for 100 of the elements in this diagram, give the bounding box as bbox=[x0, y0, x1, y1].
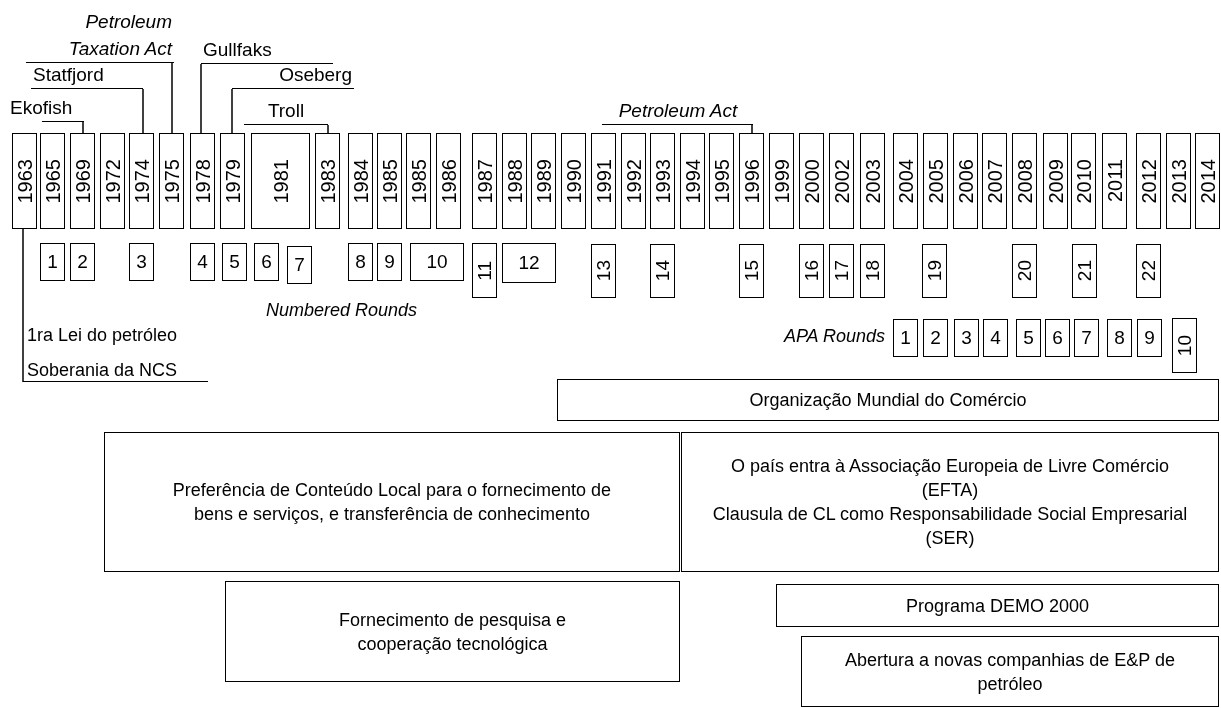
round-number: 7 bbox=[1081, 327, 1092, 349]
year-label: 2009 bbox=[1045, 158, 1066, 204]
year-box bbox=[472, 133, 497, 229]
round-number: 13 bbox=[594, 260, 613, 282]
round-number: 2 bbox=[77, 251, 88, 273]
round-box bbox=[377, 243, 402, 281]
year-label: 1979 bbox=[222, 158, 243, 204]
round-box bbox=[1016, 319, 1041, 357]
leader-line bbox=[327, 124, 329, 134]
annotation-text: Statfjord bbox=[31, 67, 143, 89]
round-number: 8 bbox=[1114, 327, 1125, 349]
round-box bbox=[1074, 319, 1099, 357]
year-box bbox=[531, 133, 556, 229]
year-label: 1965 bbox=[42, 158, 63, 204]
round-box bbox=[348, 243, 373, 281]
round-box bbox=[254, 243, 279, 281]
year-box bbox=[129, 133, 154, 229]
annotation-text: Troll bbox=[244, 96, 328, 125]
year-box bbox=[12, 133, 37, 229]
year-label: 1996 bbox=[741, 158, 762, 204]
year-box bbox=[769, 133, 794, 229]
year-box bbox=[190, 133, 215, 229]
annotation-text: Petroleum Act bbox=[602, 96, 754, 125]
round-box bbox=[190, 243, 215, 281]
year-box bbox=[923, 133, 948, 229]
round-number: 6 bbox=[261, 251, 272, 273]
round-number: 10 bbox=[426, 251, 448, 273]
round-box bbox=[1136, 244, 1161, 298]
round-number: 5 bbox=[1023, 327, 1034, 349]
round-number: 1 bbox=[47, 251, 58, 273]
section-label: Numbered Rounds bbox=[266, 300, 419, 321]
event-box bbox=[104, 432, 680, 572]
annotation-text: Oseberg bbox=[232, 67, 354, 89]
year-box bbox=[799, 133, 824, 229]
year-label: 2013 bbox=[1168, 158, 1189, 204]
round-number: 19 bbox=[925, 260, 944, 282]
round-number: 9 bbox=[384, 251, 395, 273]
leader-line bbox=[82, 121, 84, 134]
round-number: 18 bbox=[863, 260, 882, 282]
year-box bbox=[1195, 133, 1220, 229]
year-box bbox=[377, 133, 402, 229]
year-box bbox=[70, 133, 95, 229]
event-text: Abertura a novas companhias de E&P de petróleo bbox=[844, 648, 1176, 696]
year-label: 1995 bbox=[711, 158, 732, 204]
year-box bbox=[251, 133, 310, 229]
event-text: Organização Mundial do Comércio bbox=[749, 389, 1027, 412]
annotation-text: 1ra Lei do petróleo bbox=[27, 325, 178, 346]
round-box bbox=[1107, 319, 1132, 357]
round-number: 15 bbox=[742, 260, 761, 282]
round-number: 1 bbox=[900, 327, 911, 349]
round-box bbox=[923, 319, 948, 357]
year-box bbox=[709, 133, 734, 229]
round-box bbox=[502, 243, 556, 283]
year-label: 1986 bbox=[438, 158, 459, 204]
year-box bbox=[829, 133, 854, 229]
year-box bbox=[561, 133, 586, 229]
leader-line bbox=[200, 63, 202, 134]
round-box bbox=[1012, 244, 1037, 298]
round-number: 20 bbox=[1015, 260, 1034, 282]
year-box bbox=[680, 133, 705, 229]
round-number: 14 bbox=[653, 260, 672, 282]
annotation-text: Ekofish bbox=[8, 94, 86, 122]
event-box bbox=[557, 379, 1219, 421]
round-number: 12 bbox=[518, 252, 540, 274]
event-text: Clausula de CL como Responsabilidade Social Empresarial (SER) bbox=[712, 503, 1188, 550]
year-label: 1975 bbox=[161, 158, 182, 204]
year-label: 1990 bbox=[563, 158, 584, 204]
round-number: 7 bbox=[294, 254, 305, 276]
round-box bbox=[1172, 318, 1197, 373]
round-number: 5 bbox=[229, 251, 240, 273]
round-number: 6 bbox=[1052, 327, 1063, 349]
annotation-text: Soberania da NCS bbox=[27, 360, 178, 381]
round-number: 22 bbox=[1139, 260, 1158, 282]
year-label: 2007 bbox=[984, 158, 1005, 204]
event-box bbox=[225, 581, 680, 682]
year-box bbox=[650, 133, 675, 229]
year-label: 1985 bbox=[408, 158, 429, 204]
round-number: 10 bbox=[1175, 334, 1194, 357]
year-box bbox=[621, 133, 646, 229]
year-box bbox=[1136, 133, 1161, 229]
round-box bbox=[591, 244, 616, 298]
year-label: 1993 bbox=[652, 158, 673, 204]
round-box bbox=[799, 244, 824, 298]
year-label: 1992 bbox=[623, 158, 644, 204]
round-box bbox=[1072, 244, 1097, 298]
round-box bbox=[129, 243, 154, 281]
annotation-text: Gullfaks bbox=[201, 40, 333, 64]
year-box bbox=[953, 133, 978, 229]
year-label: 2005 bbox=[925, 158, 946, 204]
round-box bbox=[739, 244, 764, 298]
year-box bbox=[159, 133, 184, 229]
round-box bbox=[70, 243, 95, 281]
year-label: 1984 bbox=[350, 158, 371, 204]
year-box bbox=[591, 133, 616, 229]
year-label: 1988 bbox=[504, 158, 525, 204]
year-label: 1981 bbox=[270, 158, 291, 204]
year-box bbox=[436, 133, 461, 229]
leader-line bbox=[22, 228, 24, 383]
year-label: 2010 bbox=[1073, 158, 1094, 204]
year-box bbox=[1166, 133, 1191, 229]
